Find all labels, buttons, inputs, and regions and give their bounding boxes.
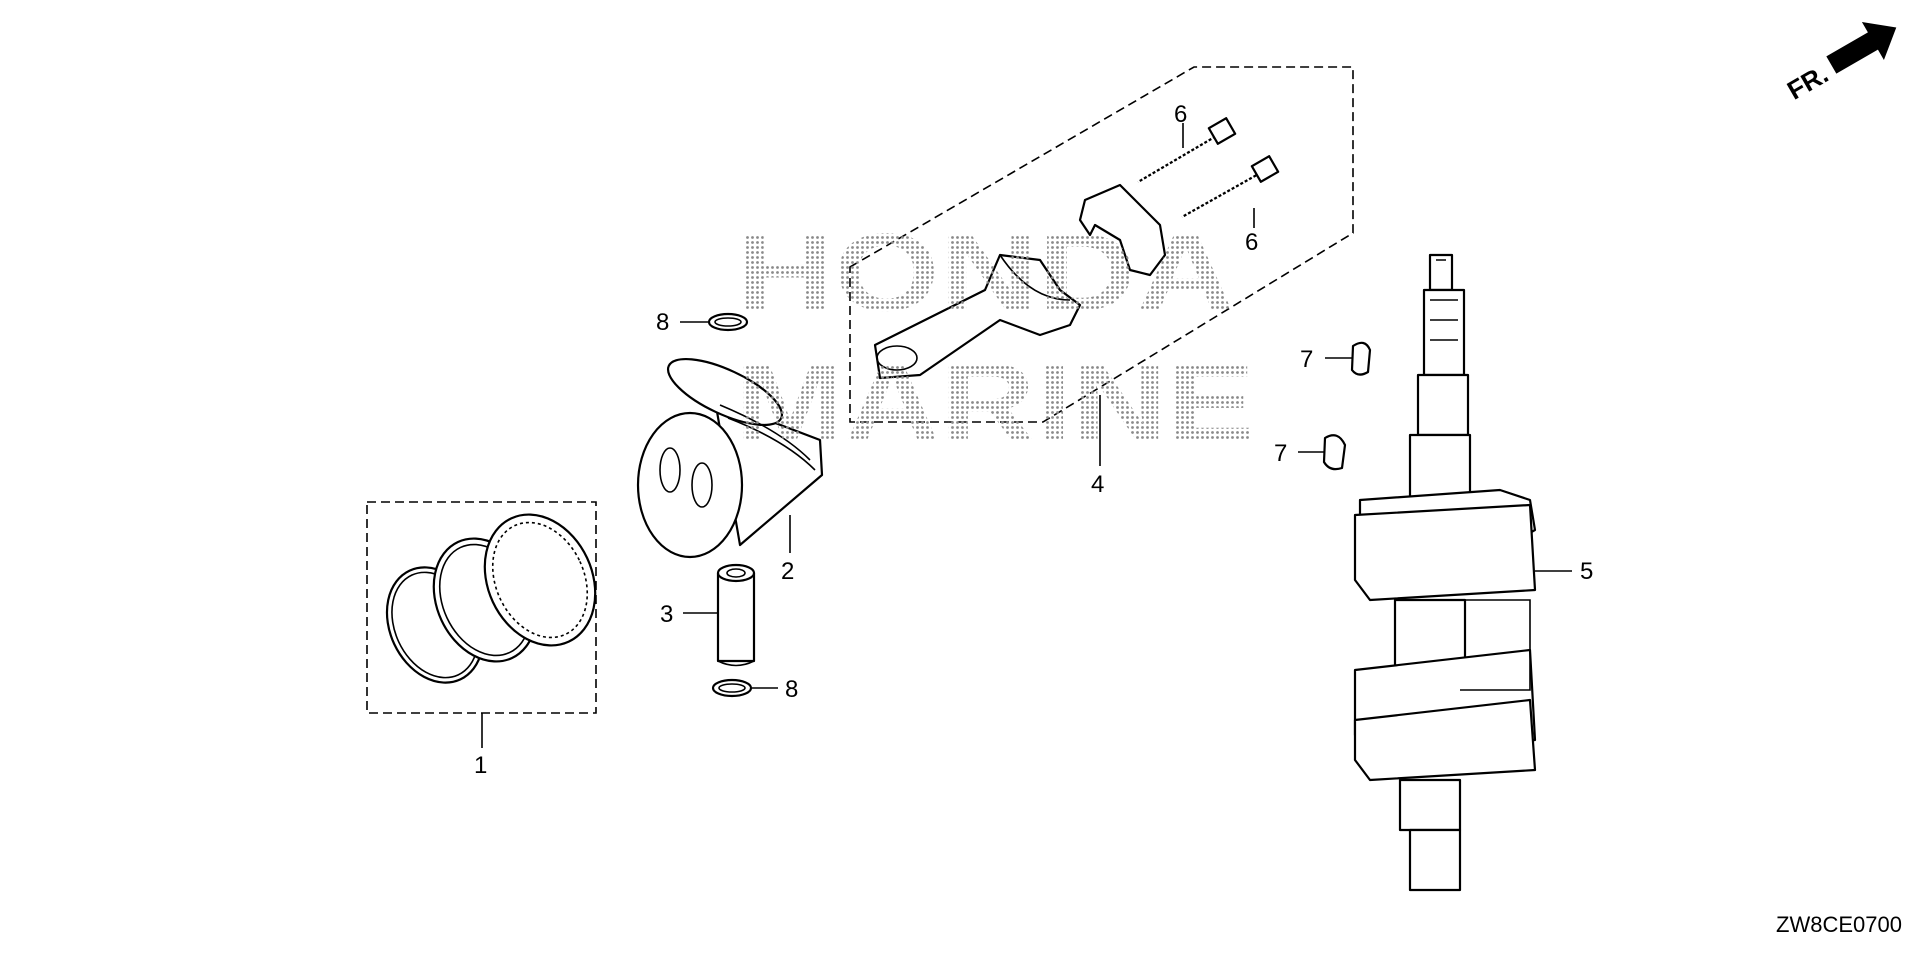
piston-pin[interactable]	[716, 563, 756, 667]
callout-key-lower: 7	[1274, 440, 1287, 467]
callout-key-upper: 7	[1300, 346, 1313, 373]
connecting-rod-set-box	[849, 66, 1354, 423]
watermark-line-1: HONDA	[735, 211, 1235, 334]
callout-crankshaft: 5	[1580, 558, 1593, 585]
rod-bolt-right[interactable]	[1180, 155, 1280, 220]
woodruff-key-upper[interactable]	[1350, 341, 1372, 376]
callout-piston: 2	[781, 558, 794, 585]
rod-bolt-top[interactable]	[1136, 117, 1237, 185]
piston-rings[interactable]	[369, 496, 616, 698]
arrow-icon	[1826, 21, 1897, 74]
crankshaft[interactable]	[1353, 253, 1537, 892]
watermark-line-2: MARINE	[735, 341, 1255, 464]
piston[interactable]	[636, 346, 824, 559]
front-label: FR.	[1782, 59, 1833, 106]
callout-piston-pin: 3	[660, 601, 673, 628]
watermark: HONDA MARINE	[735, 211, 1255, 464]
front-direction-indicator: FR.	[1782, 21, 1897, 106]
callout-piston-rings: 1	[474, 752, 487, 779]
callout-rod-bolt-top: 6	[1174, 101, 1187, 128]
callout-clip-lower: 8	[785, 676, 798, 703]
callout-clip-upper: 8	[656, 309, 669, 336]
rod-cap[interactable]	[1078, 183, 1167, 277]
connecting-rod[interactable]	[873, 183, 1167, 380]
callout-rod-bolt-right: 6	[1245, 229, 1258, 256]
diagram-code: ZW8CE0700	[1776, 912, 1902, 937]
clip-upper[interactable]	[707, 312, 749, 332]
woodruff-key-lower[interactable]	[1322, 434, 1347, 471]
callout-connecting-rod: 4	[1091, 471, 1104, 498]
clip-lower[interactable]	[711, 678, 753, 698]
leader-lines	[481, 123, 1572, 748]
